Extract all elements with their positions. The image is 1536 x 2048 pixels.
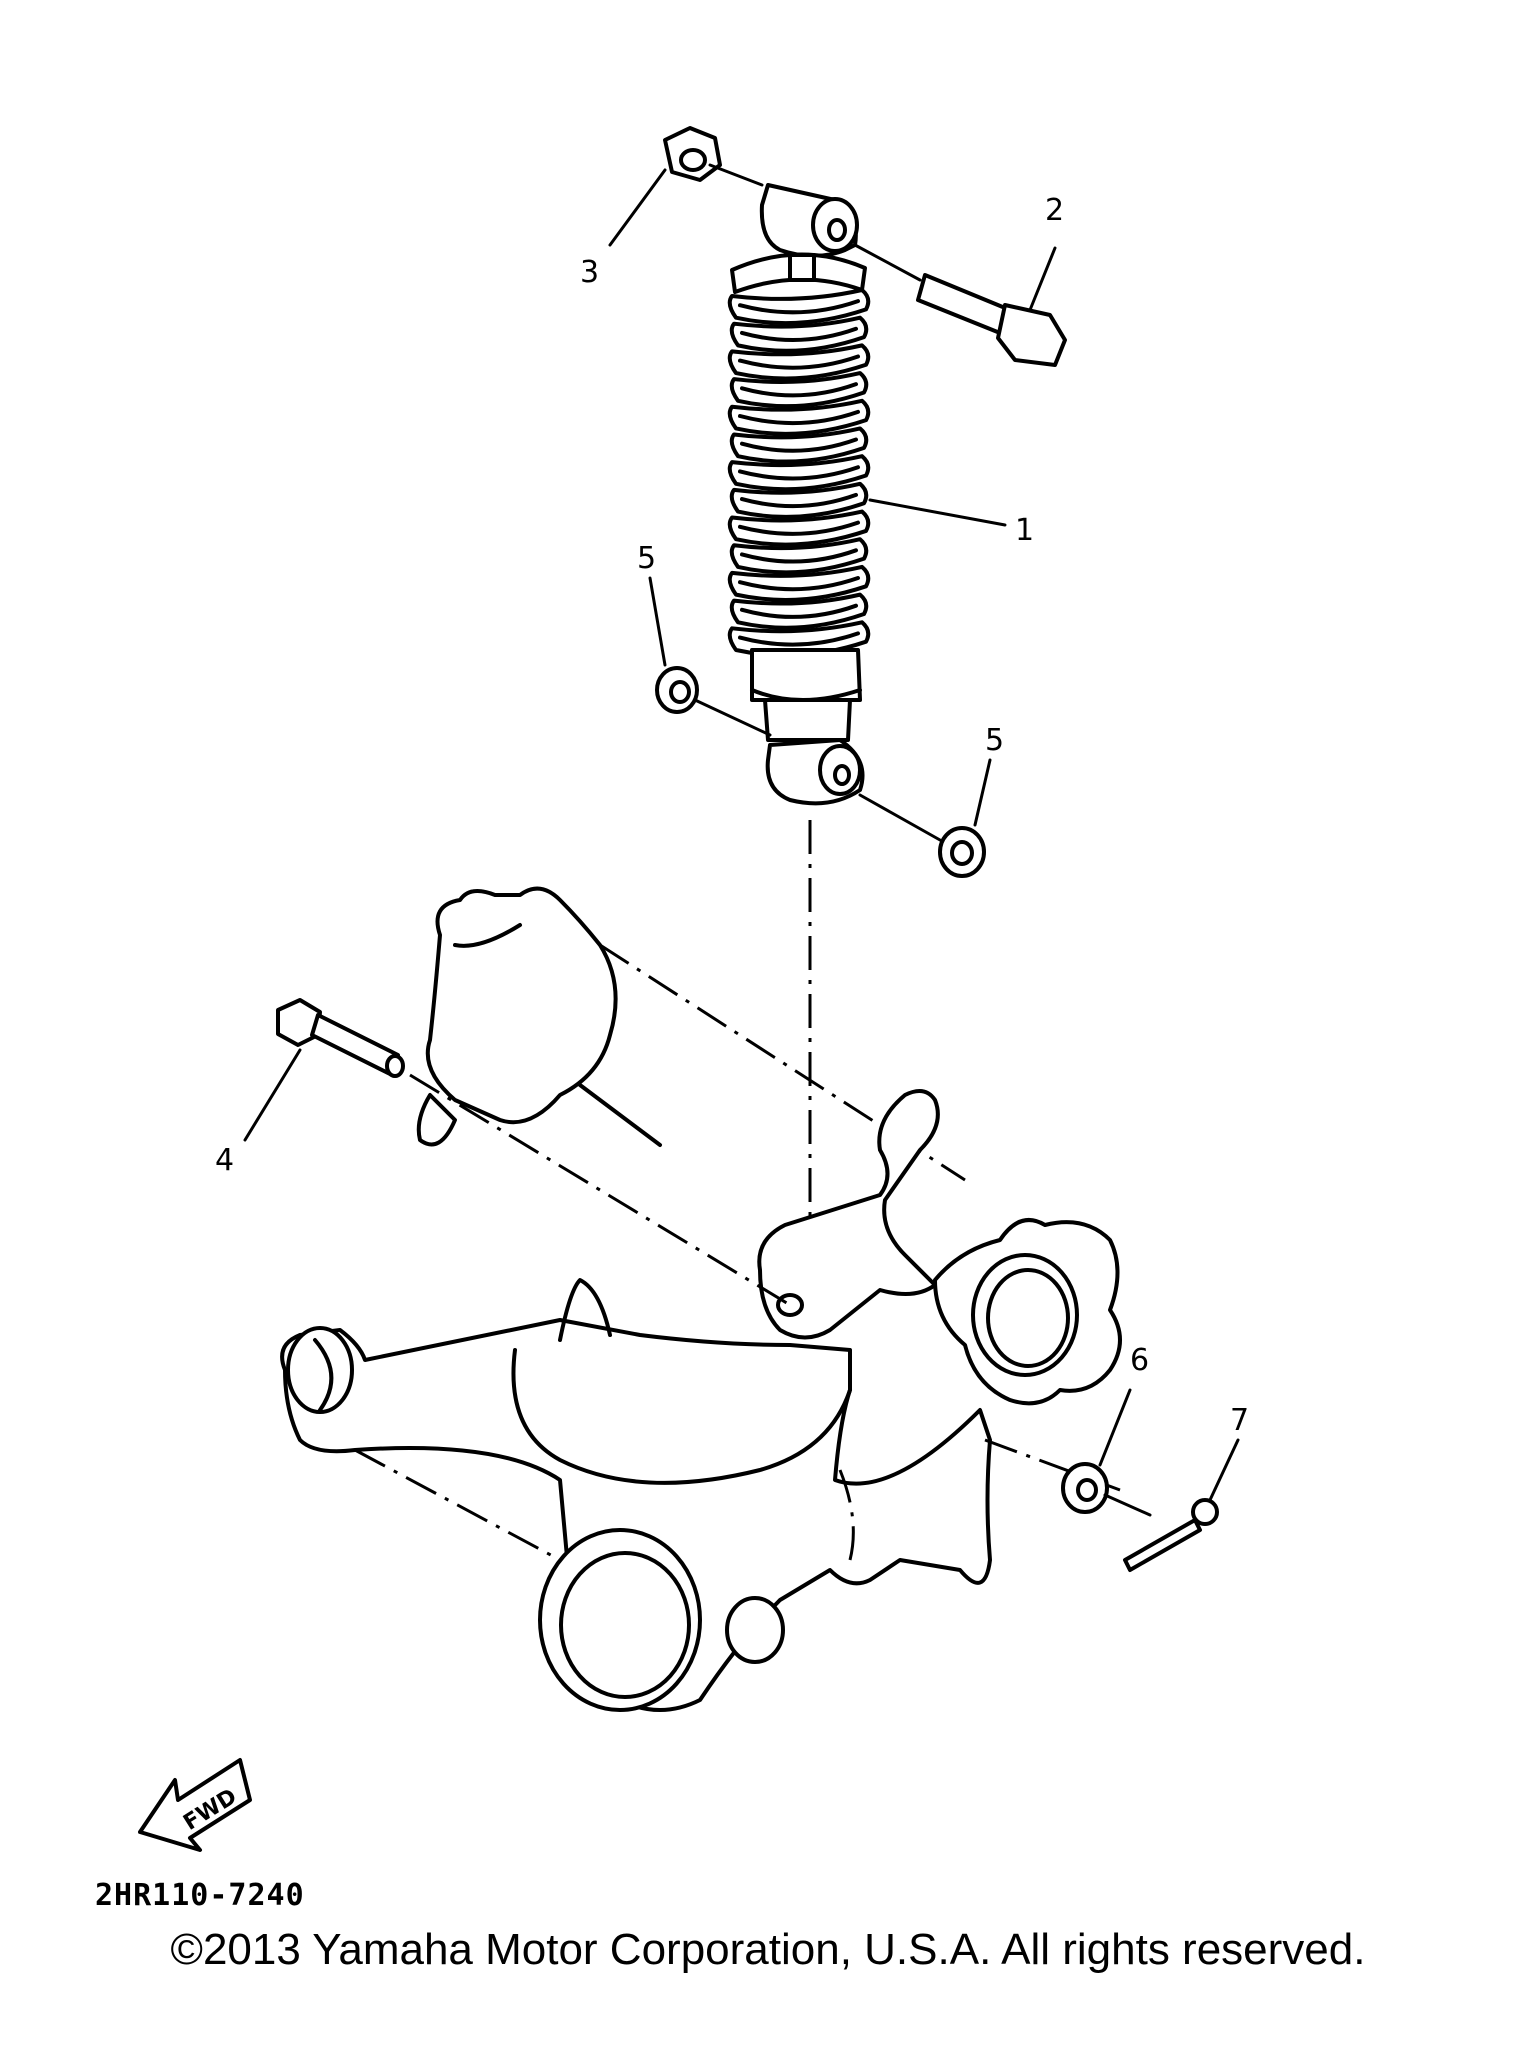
spring-coil [729, 592, 869, 630]
washer-part-6 [1061, 1388, 1152, 1517]
spring-coil-edge [738, 409, 860, 426]
spring-coil-edge [740, 603, 858, 619]
spring-coil [729, 537, 869, 575]
rear-shock-absorber [727, 183, 871, 806]
spring-coil [729, 371, 869, 409]
diagram-code: 2HR110-7240 [95, 1878, 305, 1913]
spring-coil [727, 564, 871, 602]
spring-coil [727, 343, 871, 381]
spring-coil-edge [740, 326, 858, 342]
callout-2: 2 [1045, 193, 1064, 228]
spring-coil [727, 288, 871, 326]
spring-coil [727, 398, 871, 436]
spring-coil-edge [738, 465, 860, 481]
spring-coil [727, 454, 871, 492]
callout-1: 1 [1015, 513, 1034, 548]
spring-coil [729, 481, 869, 519]
callout-5-upper: 5 [637, 541, 656, 576]
spring-coil-edge [740, 548, 858, 564]
swing-arm [280, 886, 1122, 1712]
leader-part-1 [868, 498, 1007, 527]
nut-part-3 [608, 126, 764, 247]
callout-6: 6 [1130, 1343, 1149, 1378]
spring-coil-edge [740, 382, 858, 398]
spring-coil-edge [738, 354, 860, 370]
spring-coil [727, 509, 871, 547]
callout-3: 3 [580, 255, 599, 290]
washer-part-5-upper [648, 576, 772, 737]
spring-coil-edge [738, 299, 860, 315]
bolt-part-2 [853, 243, 1067, 367]
spring-coil-edge [738, 631, 860, 647]
callout-4: 4 [215, 1143, 234, 1178]
copyright-notice: ©2013 Yamaha Motor Corporation, U.S.A. A… [170, 1925, 1366, 1974]
washer-part-5-lower [858, 758, 992, 878]
spring-coil [727, 620, 871, 658]
spring-coil-edge [740, 437, 858, 453]
spring-coil-edge [738, 576, 860, 592]
spring-coil-edge [738, 520, 860, 536]
callout-5-lower: 5 [985, 723, 1004, 758]
callout-7: 7 [1230, 1403, 1249, 1438]
spring-coil [729, 315, 869, 353]
spring-coil [729, 426, 869, 464]
bolt-part-4 [243, 998, 791, 1307]
forward-direction-arrow: FWD [138, 1758, 252, 1852]
cotter-pin-part-7 [1123, 1438, 1240, 1572]
spring-coil-edge [740, 492, 858, 509]
